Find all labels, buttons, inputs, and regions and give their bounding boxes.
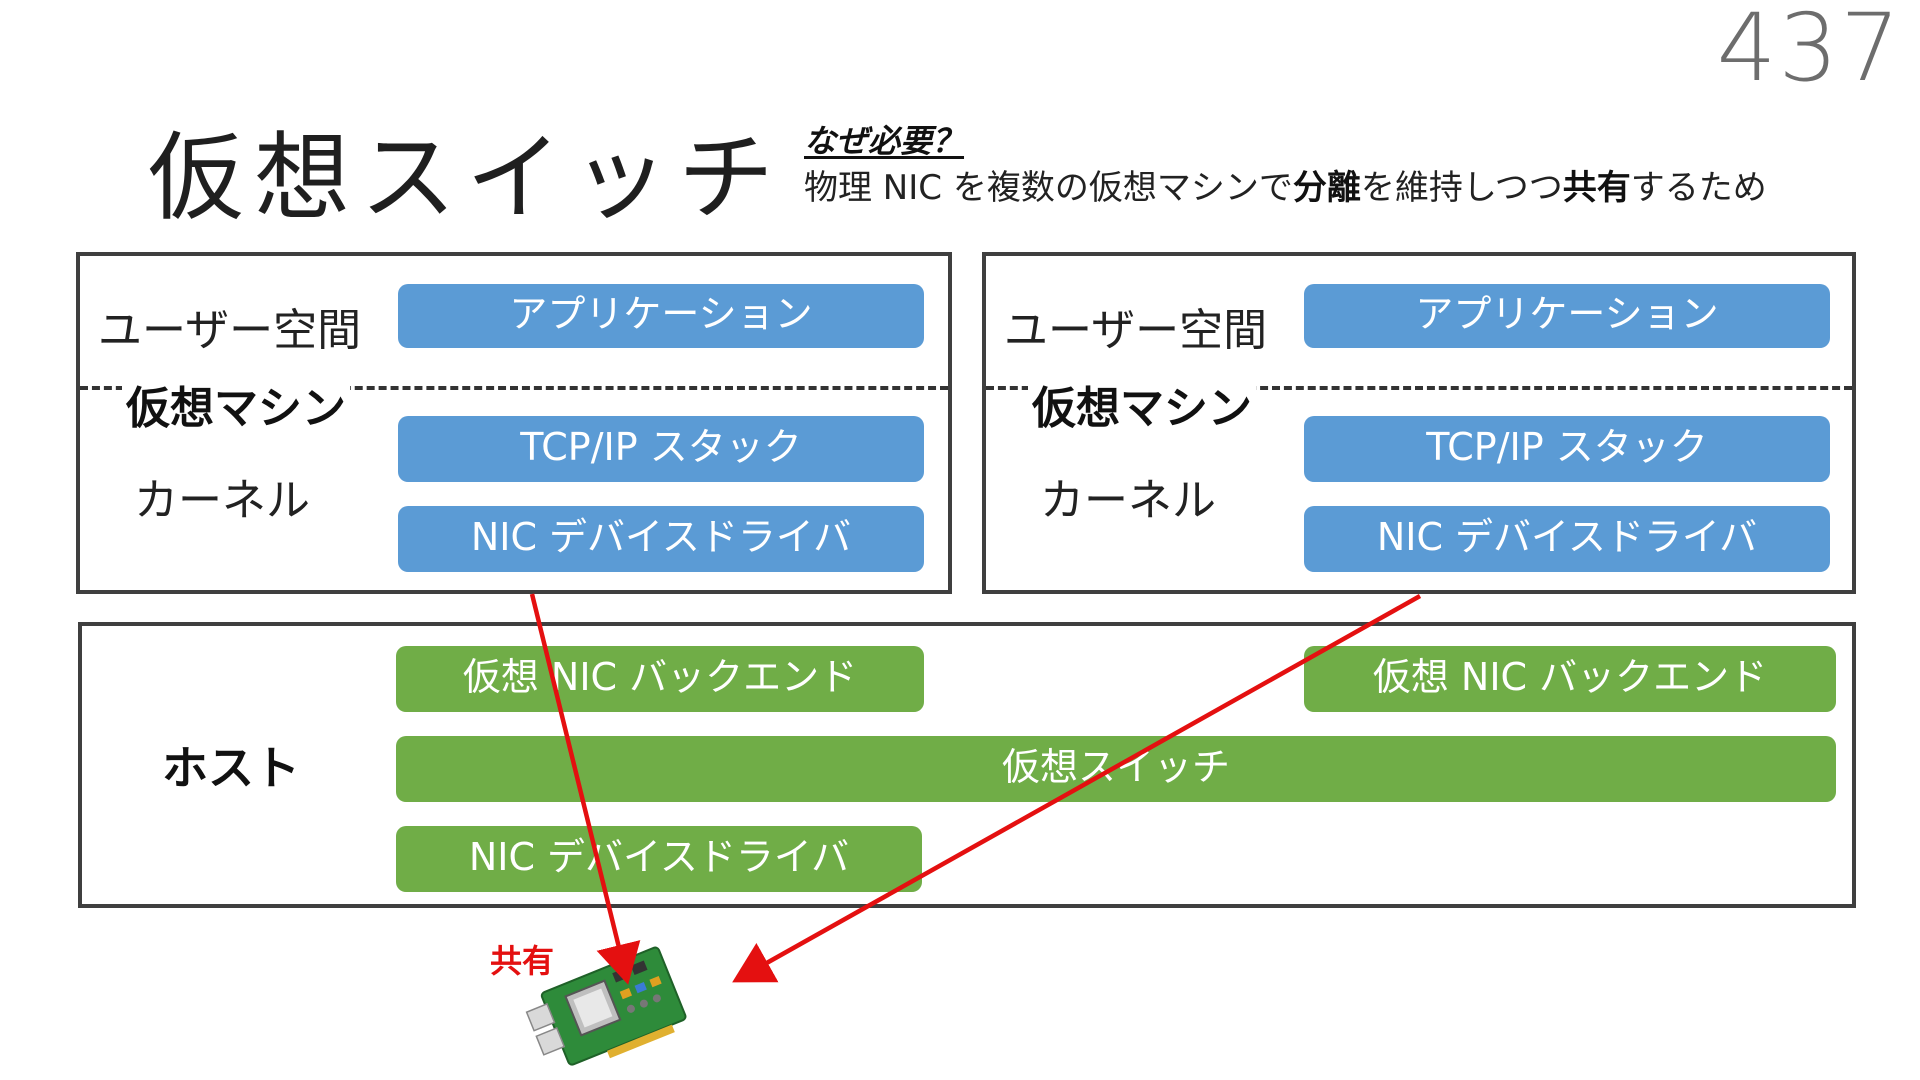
page-title: 仮想スイッチ <box>148 122 784 234</box>
why-bold-share: 共有 <box>1562 168 1631 208</box>
virtual-nic-backend-right: 仮想 NIC バックエンド <box>1304 646 1836 712</box>
user-kernel-divider <box>986 386 1852 390</box>
vm-label: 仮想マシン <box>122 372 350 436</box>
host-box: ホスト 仮想 NIC バックエンド 仮想 NIC バックエンド 仮想スイッチ N… <box>78 622 1856 908</box>
why-text-part: するため <box>1630 168 1767 208</box>
tcpip-stack-block: TCP/IP スタック <box>398 416 924 482</box>
why-text-part: 物理 NIC を複数の仮想マシンで <box>804 168 1293 208</box>
user-space-label: ユーザー空間 <box>1004 305 1268 356</box>
why-heading: なぜ必要？ <box>804 122 965 160</box>
nic-driver-block: NIC デバイスドライバ <box>398 506 924 572</box>
arrow-vm1-to-nic <box>529 593 641 985</box>
page-number: 437 <box>1716 0 1902 103</box>
why-text: 物理 NIC を複数の仮想マシンで分離を維持しつつ共有するため <box>804 160 1767 209</box>
application-block: アプリケーション <box>398 284 924 348</box>
virtual-nic-backend-left: 仮想 NIC バックエンド <box>396 646 924 712</box>
virtual-switch-block: 仮想スイッチ <box>396 736 1836 802</box>
user-space-label: ユーザー空間 <box>98 305 362 356</box>
arrow-vm2-to-nic <box>732 594 1422 983</box>
vm-box-2: ユーザー空間 仮想マシン カーネル アプリケーション TCP/IP スタック N… <box>982 252 1856 594</box>
vm-box-1: ユーザー空間 仮想マシン カーネル アプリケーション TCP/IP スタック N… <box>76 252 952 594</box>
tcpip-stack-block: TCP/IP スタック <box>1304 416 1830 482</box>
kernel-label: カーネル <box>134 475 310 526</box>
vm-label: 仮想マシン <box>1028 372 1256 436</box>
host-nic-driver-block: NIC デバイスドライバ <box>396 826 922 892</box>
why-bold-isolation: 分離 <box>1292 168 1361 208</box>
host-label: ホスト <box>162 741 300 795</box>
user-kernel-divider <box>80 386 948 390</box>
application-block: アプリケーション <box>1304 284 1830 348</box>
kernel-label: カーネル <box>1040 475 1216 526</box>
nic-driver-block: NIC デバイスドライバ <box>1304 506 1830 572</box>
network-card-icon <box>525 946 687 1066</box>
why-text-part: を維持しつつ <box>1360 168 1563 208</box>
shared-label: 共有 <box>490 942 555 980</box>
